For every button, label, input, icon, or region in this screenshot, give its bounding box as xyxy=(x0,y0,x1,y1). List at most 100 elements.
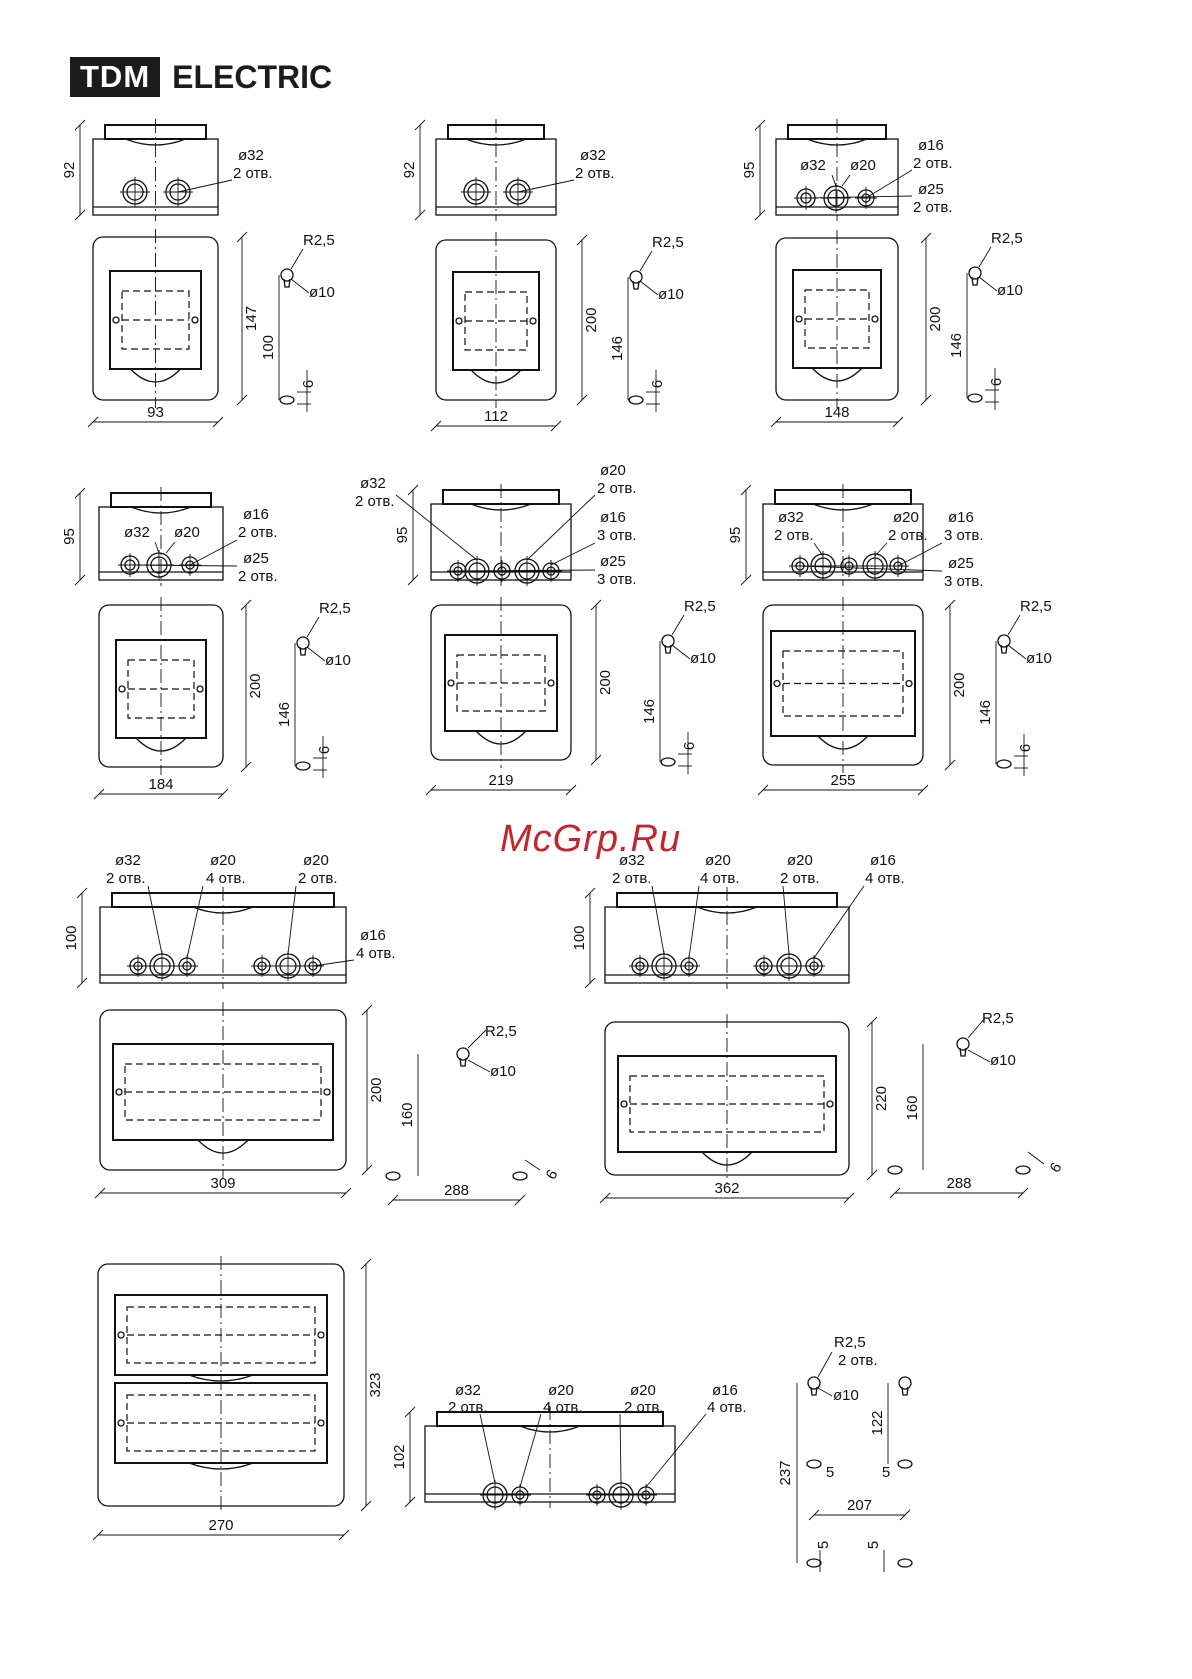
dimension-label: 309 xyxy=(210,1175,235,1192)
dimension-tick xyxy=(407,574,419,586)
dimension-label: 146 xyxy=(948,333,965,358)
dimension-label: 6 xyxy=(300,380,317,388)
leader xyxy=(671,644,691,660)
hole-diameter-label: ø10 xyxy=(833,1387,859,1404)
dimension-tick xyxy=(236,394,248,406)
mount-slot xyxy=(1015,1165,1031,1175)
door-handle xyxy=(810,367,864,382)
dimension-tick xyxy=(87,416,99,428)
keyhole-slot xyxy=(959,1047,967,1057)
keyhole xyxy=(661,634,675,648)
leader xyxy=(395,494,478,561)
dimension-tick xyxy=(93,788,105,800)
window-screw xyxy=(115,1088,123,1096)
dimension-label: 148 xyxy=(824,404,849,421)
dimension-label: 288 xyxy=(444,1182,469,1199)
dimension-tick xyxy=(889,1187,901,1199)
dimension-tick xyxy=(584,977,596,989)
dimension-tick xyxy=(565,784,577,796)
door-handle xyxy=(700,1151,754,1166)
keyhole xyxy=(280,268,294,282)
hole-diameter-label: ø32 xyxy=(115,852,141,869)
hole-diameter-label: ø20 xyxy=(174,524,200,541)
dimension-label: 270 xyxy=(208,1517,233,1534)
radius-label: R2,5 xyxy=(652,234,684,251)
hole-diameter-label: ø10 xyxy=(1026,650,1052,667)
dimension-label: 200 xyxy=(368,1077,385,1102)
dimension-label: 200 xyxy=(597,670,614,695)
hole-diameter-label: ø16 xyxy=(360,927,386,944)
mount-slot xyxy=(385,1171,401,1181)
dimension-label: 6 xyxy=(1047,1160,1066,1176)
radius-label: R2,5 xyxy=(834,1334,866,1351)
leader xyxy=(831,174,837,187)
dimension-label: 207 xyxy=(847,1497,872,1514)
hole-diameter-label: ø25 xyxy=(243,550,269,567)
hole-count-label: 2 отв. xyxy=(575,165,615,182)
hole-diameter-label: ø16 xyxy=(918,137,944,154)
window-screw xyxy=(871,315,879,323)
dimension-tick xyxy=(866,1169,878,1181)
dimension-tick xyxy=(944,599,956,611)
leader xyxy=(639,250,653,272)
dimension-tick xyxy=(892,416,904,428)
dimension-tick xyxy=(550,420,562,432)
hole-count-label: 4 отв. xyxy=(707,1399,747,1416)
hole-count-label: 2 отв. xyxy=(913,199,953,216)
hole-diameter-label: ø32 xyxy=(619,852,645,869)
dimension-tick xyxy=(590,754,602,766)
window-screw xyxy=(826,1100,834,1108)
dimension-label: 184 xyxy=(148,776,173,793)
dimension-tick xyxy=(217,788,229,800)
hole-diameter-label: ø20 xyxy=(303,852,329,869)
door-handle xyxy=(469,369,523,384)
window-screw xyxy=(112,316,120,324)
radius-label: R2,5 xyxy=(485,1023,517,1040)
hole-count-label: 3 отв. xyxy=(944,573,984,590)
dimension-label: 362 xyxy=(714,1180,739,1197)
hole-diameter-label: ø16 xyxy=(600,509,626,526)
mount-slot xyxy=(897,1558,913,1568)
mount-slot xyxy=(897,1459,913,1469)
mount-slot xyxy=(967,393,983,403)
hole-diameter-label: ø10 xyxy=(990,1052,1016,1069)
leader xyxy=(865,169,913,199)
dimension-label: 160 xyxy=(904,1095,921,1120)
dimension-tick xyxy=(920,394,932,406)
leader xyxy=(897,542,943,567)
dimension-tick xyxy=(212,416,224,428)
hole-count-label: 3 отв. xyxy=(597,571,637,588)
hole-count-label: 2 отв. xyxy=(774,527,814,544)
dimension-tick xyxy=(808,1509,820,1521)
hole-diameter-label: ø20 xyxy=(548,1382,574,1399)
dimension-label: 5 xyxy=(815,1541,832,1549)
leader xyxy=(1007,614,1021,636)
dimension-tick xyxy=(414,209,426,221)
dimension-label: 146 xyxy=(641,699,658,724)
door-handle xyxy=(816,735,870,750)
hole-diameter-label: ø10 xyxy=(309,284,335,301)
window-screw xyxy=(795,315,803,323)
hole-diameter-label: ø32 xyxy=(360,475,386,492)
dimension-label: 112 xyxy=(484,408,508,425)
leader xyxy=(467,1029,487,1049)
dimension-tick xyxy=(404,1406,416,1418)
dimension-tick xyxy=(757,784,769,796)
hole-diameter-label: ø20 xyxy=(850,157,876,174)
hole-count-label: 2 отв. xyxy=(106,870,146,887)
window-screw xyxy=(773,679,781,688)
keyhole-slot xyxy=(632,280,640,290)
keyhole-slot xyxy=(1000,644,1008,654)
leader xyxy=(290,248,304,270)
dimension-tick xyxy=(240,599,252,611)
leader xyxy=(306,616,320,638)
door-handle xyxy=(474,730,528,745)
dimension-tick xyxy=(407,484,419,496)
hole-diameter-label: ø20 xyxy=(705,852,731,869)
leader xyxy=(287,885,297,955)
dimension-tick xyxy=(360,1500,372,1512)
hole-diameter-label: ø32 xyxy=(238,147,264,164)
dimension-tick xyxy=(590,599,602,611)
door-handle xyxy=(196,1139,250,1154)
window-screw xyxy=(117,1331,125,1339)
